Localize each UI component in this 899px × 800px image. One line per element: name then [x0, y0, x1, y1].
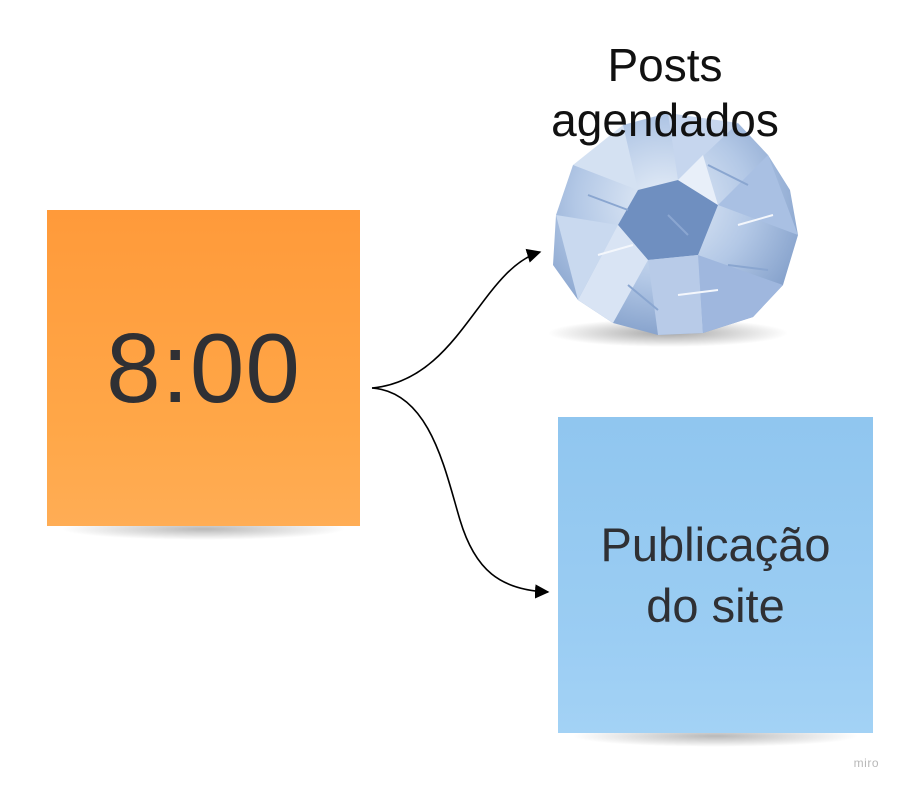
- scheduled-posts-label-line1: Posts: [607, 39, 723, 91]
- sticky-note-publish-text: Publicação do site: [601, 514, 831, 636]
- crumpled-paper-image[interactable]: [528, 95, 804, 355]
- scheduled-posts-label: Posts agendados: [520, 38, 810, 148]
- sticky-note-publish[interactable]: Publicação do site: [558, 417, 873, 747]
- scheduled-posts-label-line2: agendados: [551, 94, 779, 147]
- crumpled-paper-icon: [548, 113, 798, 347]
- sticky-note-publish-line1: Publicação: [600, 517, 831, 571]
- sticky-note-time-text: 8:00: [106, 312, 301, 423]
- sticky-note-publish-line2: do site: [646, 579, 785, 632]
- sticky-note-time[interactable]: 8:00: [47, 210, 360, 540]
- connector-to-site-publish[interactable]: [371, 387, 550, 599]
- connector-to-scheduled-posts[interactable]: [371, 248, 542, 389]
- miro-watermark: miro: [853, 756, 879, 770]
